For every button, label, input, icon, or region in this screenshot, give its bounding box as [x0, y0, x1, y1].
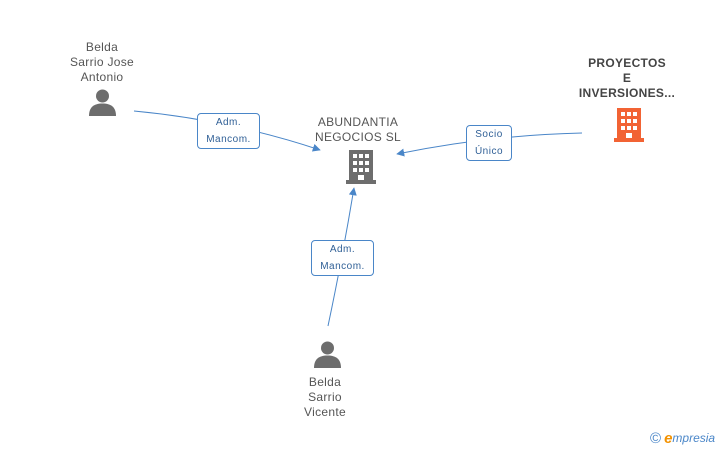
building-icon[interactable] — [346, 150, 376, 184]
node-label-line: Vicente — [304, 405, 346, 419]
node-label-line: PROYECTOS — [588, 56, 666, 70]
edge-label-line: Adm. — [215, 117, 242, 128]
empresia-logo[interactable]: e mpresia — [664, 430, 715, 447]
building-icon[interactable] — [613, 108, 645, 142]
brand-name: mpresia — [672, 431, 716, 445]
edge-label-line: Único — [474, 146, 504, 157]
person-icon[interactable] — [88, 88, 117, 116]
node-label-line: Belda — [85, 40, 119, 54]
node-label-line: Sarrio — [308, 390, 342, 404]
person-icon[interactable] — [313, 340, 342, 368]
edge-label-line: Mancom. — [320, 261, 365, 272]
node-label-line: E — [622, 71, 632, 85]
node-label-line: Sarrio Jose — [70, 55, 134, 69]
brand-initial: e — [664, 429, 673, 447]
edge-label-line: Adm. — [329, 244, 356, 255]
edge-label-socio-unico[interactable]: Socio Único — [466, 125, 512, 161]
node-label-line: INVERSIONES... — [578, 86, 676, 100]
copyright-symbol: © — [650, 429, 662, 447]
company-node-label-proyectos[interactable]: PROYECTOS E INVERSIONES... — [567, 56, 687, 101]
edge-label-line: Socio — [475, 129, 503, 140]
node-label-line: NEGOCIOS SL — [315, 130, 401, 144]
node-label-line: Antonio — [80, 70, 124, 84]
node-label-line: Belda — [308, 375, 342, 389]
company-node-label-abundantia[interactable]: ABUNDANTIA NEGOCIOS SL — [308, 115, 408, 145]
node-label-line: ABUNDANTIA — [317, 115, 399, 129]
edge-label-adm-mancom-antonio[interactable]: Adm. Mancom. — [197, 113, 260, 149]
footer-brand: © e mpresia — [650, 428, 715, 448]
edge-label-adm-mancom-vicente[interactable]: Adm. Mancom. — [311, 240, 374, 276]
person-node-label-antonio[interactable]: Belda Sarrio Jose Antonio — [52, 40, 152, 85]
person-node-label-vicente[interactable]: Belda Sarrio Vicente — [275, 375, 375, 420]
edge-label-line: Mancom. — [206, 134, 251, 145]
